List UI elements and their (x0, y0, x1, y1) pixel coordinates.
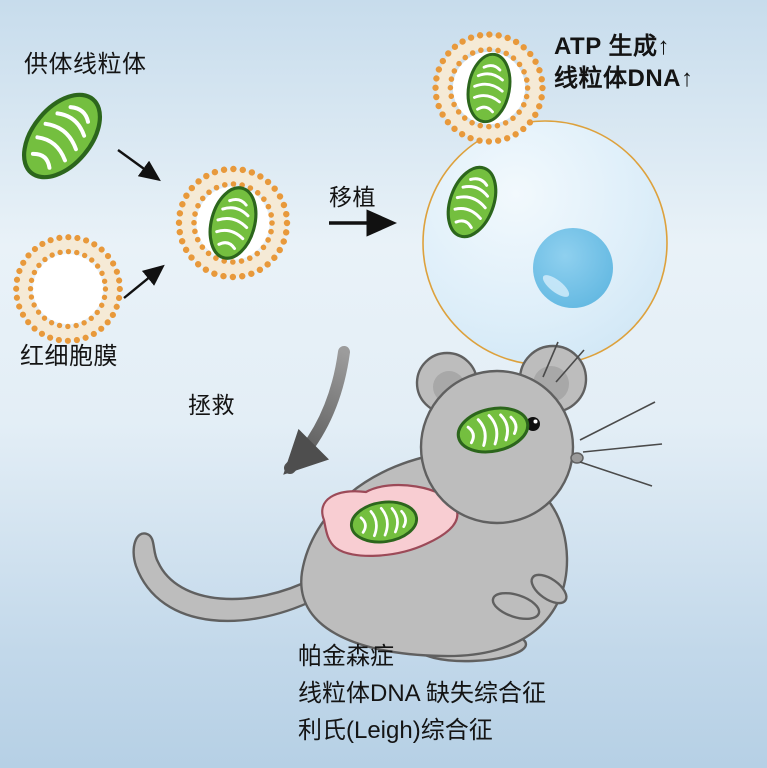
vesicle-with-mitochondrion (179, 169, 287, 277)
label-rescue: 拯救 (188, 392, 235, 418)
label-atp-increase: ATP 生成↑ (554, 33, 670, 60)
label-transplant: 移植 (329, 184, 376, 210)
disease-mtdna-depletion-syndrome: 线粒体DNA 缺失综合征 (298, 680, 547, 707)
mouse (132, 341, 663, 663)
donor-mitochondrion-icon (9, 81, 115, 192)
rescue-arrow-icon (283, 346, 350, 475)
mouse-front-paw (491, 591, 541, 621)
arrow-mito-to-vesicle-icon (117, 149, 161, 182)
disease-parkinsons: 帕金森症 (298, 643, 394, 670)
disease-list: 帕金森症 线粒体DNA 缺失综合征 利氏(Leigh)综合征 (298, 638, 546, 749)
arrow-membrane-to-vesicle-icon (123, 264, 165, 299)
rbc-membrane-ring-icon (16, 237, 120, 341)
recipient-cell (422, 120, 668, 366)
mouse-nose (570, 452, 584, 464)
mouse-front-paw (530, 573, 568, 605)
disease-leigh-syndrome: 利氏(Leigh)综合征 (298, 717, 493, 744)
mouse-eye-glint (533, 419, 538, 424)
label-mtdna-increase: 线粒体DNA↑ (554, 65, 694, 92)
nucleus (533, 228, 613, 308)
label-donor-mitochondria: 供体线粒体 (24, 51, 147, 78)
mouse-tail (132, 532, 324, 623)
mouse-whiskers (542, 341, 663, 487)
label-rbc-membrane: 红细胞膜 (20, 343, 118, 370)
